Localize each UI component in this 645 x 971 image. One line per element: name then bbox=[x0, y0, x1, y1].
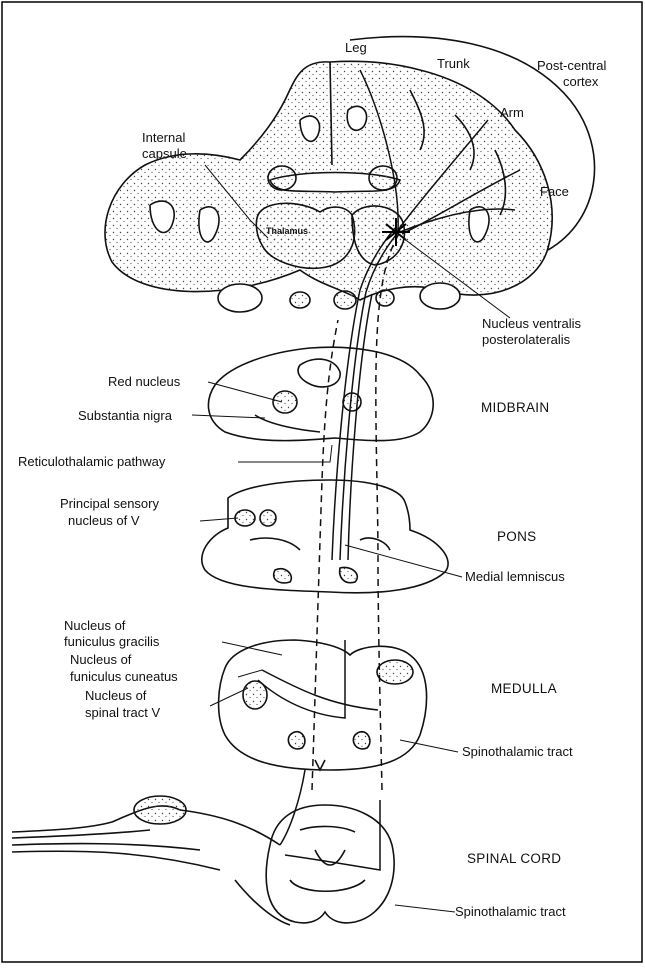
label-spinal-tract-1: Nucleus of bbox=[85, 688, 147, 703]
label-gracilis-1: Nucleus of bbox=[64, 618, 126, 633]
label-face: Face bbox=[540, 184, 569, 199]
label-substantia-nigra: Substantia nigra bbox=[78, 408, 173, 423]
pons-section bbox=[202, 480, 448, 593]
label-leg: Leg bbox=[345, 40, 367, 55]
label-cuneatus-2: funiculus cuneatus bbox=[70, 669, 178, 684]
label-spinothalamic-upper: Spinothalamic tract bbox=[462, 744, 573, 759]
spinal-cord-section bbox=[12, 796, 394, 925]
label-principal-sensory-2: nucleus of V bbox=[68, 513, 140, 528]
label-thalamus: Thalamus bbox=[266, 226, 308, 236]
label-trunk: Trunk bbox=[437, 56, 470, 71]
section-labels: MIDBRAIN PONS MEDULLA SPINAL CORD bbox=[467, 400, 561, 866]
label-red-nucleus: Red nucleus bbox=[108, 374, 181, 389]
section-midbrain: MIDBRAIN bbox=[481, 400, 549, 415]
label-gracilis-2: funiculus gracilis bbox=[64, 634, 160, 649]
medulla-section bbox=[219, 640, 427, 770]
brain-coronal-section bbox=[105, 61, 552, 312]
label-arm: Arm bbox=[500, 105, 524, 120]
label-nvpl-1: Nucleus ventralis bbox=[482, 316, 581, 331]
label-cuneatus-1: Nucleus of bbox=[70, 652, 132, 667]
label-reticulothalamic: Reticulothalamic pathway bbox=[18, 454, 166, 469]
midbrain-section bbox=[208, 347, 433, 440]
label-post-central-1: Post-central bbox=[537, 58, 606, 73]
section-medulla: MEDULLA bbox=[491, 681, 557, 696]
label-spinothalamic-lower: Spinothalamic tract bbox=[455, 904, 566, 919]
label-medial-lemniscus: Medial lemniscus bbox=[465, 569, 565, 584]
label-internal-capsule-2: capsule bbox=[142, 146, 187, 161]
section-spinal-cord: SPINAL CORD bbox=[467, 851, 561, 866]
label-spinal-tract-2: spinal tract V bbox=[85, 705, 160, 720]
section-pons: PONS bbox=[497, 529, 536, 544]
label-nvpl-2: posterolateralis bbox=[482, 332, 571, 347]
label-principal-sensory-1: Principal sensory bbox=[60, 496, 159, 511]
label-post-central-2: cortex bbox=[563, 74, 599, 89]
label-internal-capsule-1: Internal bbox=[142, 130, 185, 145]
